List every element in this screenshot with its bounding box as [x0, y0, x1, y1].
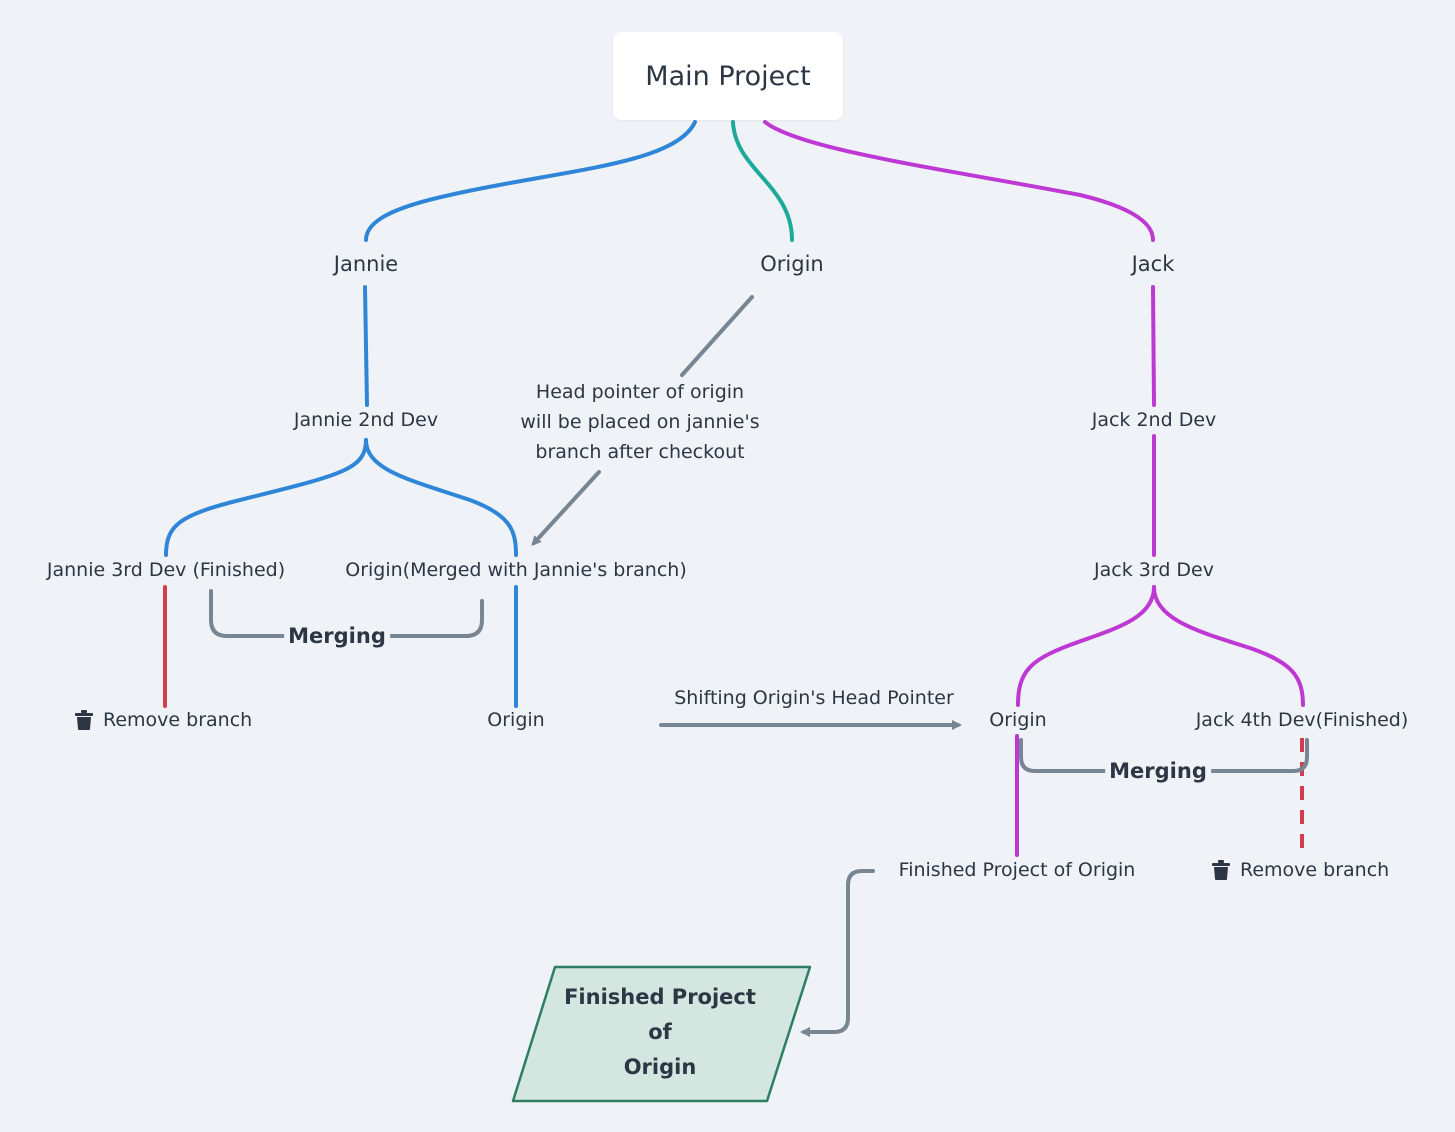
label-merging-jannie: Merging — [284, 624, 390, 648]
edge-jack-origin — [1016, 585, 1156, 707]
note-head-pointer[interactable]: Head pointer of origin will be placed on… — [500, 377, 780, 467]
edge-jack-2nd — [1151, 285, 1156, 407]
note-line-2: will be placed on jannie's — [520, 411, 760, 433]
edge-note-origin-merged — [531, 470, 601, 546]
edge-jannie-2nd — [363, 285, 369, 407]
summary-node[interactable]: Finished Project of Origin — [540, 980, 780, 1085]
root-node[interactable]: Main Project — [613, 32, 843, 120]
node-jack-3rd-dev[interactable]: Jack 3rd Dev — [1094, 559, 1214, 581]
node-finished-origin[interactable]: Finished Project of Origin — [898, 859, 1136, 881]
node-jannie-remove-branch[interactable]: Remove branch — [75, 708, 252, 732]
label-shift-head-pointer: Shifting Origin's Head Pointer — [674, 687, 954, 709]
branch-jack[interactable]: Jack — [1131, 252, 1175, 276]
node-jack-remove-branch[interactable]: Remove branch — [1212, 858, 1389, 882]
edge-jannie-origin-merged — [364, 438, 518, 557]
note-line-1: Head pointer of origin — [535, 381, 745, 403]
summary-line-1: Finished Project — [564, 985, 756, 1009]
summary-line-3: Origin — [623, 1055, 697, 1079]
node-origin-merged[interactable]: Origin(Merged with Jannie's branch) — [345, 559, 687, 581]
remove-branch-label: Remove branch — [1240, 859, 1390, 881]
branch-jannie[interactable]: Jannie — [333, 252, 399, 276]
edge-finished-summary — [800, 869, 875, 1037]
label-merging-jack: Merging — [1105, 759, 1211, 783]
edge-jannie-3rd — [164, 438, 368, 557]
edge-jack-4th — [1152, 585, 1305, 707]
node-jack-2nd-dev[interactable]: Jack 2nd Dev — [1091, 409, 1217, 431]
branch-origin[interactable]: Origin — [760, 252, 824, 276]
root-label: Main Project — [645, 60, 811, 92]
edge-root-origin — [731, 120, 794, 242]
remove-branch-label: Remove branch — [103, 709, 253, 731]
node-jannie-2nd-dev[interactable]: Jannie 2nd Dev — [293, 409, 439, 431]
node-jack-origin[interactable]: Origin — [989, 709, 1047, 731]
trash-icon — [1212, 860, 1230, 880]
node-jannie-3rd-dev[interactable]: Jannie 3rd Dev (Finished) — [46, 559, 286, 581]
note-line-3: branch after checkout — [535, 441, 745, 463]
summary-line-2: of — [648, 1020, 672, 1044]
node-jack-4th-dev[interactable]: Jack 4th Dev(Finished) — [1195, 709, 1409, 731]
trash-icon — [75, 710, 93, 730]
edge-root-jack — [763, 120, 1155, 242]
node-jannie-origin[interactable]: Origin — [487, 709, 545, 731]
summary-shape — [511, 965, 812, 1103]
edge-root-jannie — [364, 120, 697, 242]
edge-origin-note — [680, 295, 754, 377]
